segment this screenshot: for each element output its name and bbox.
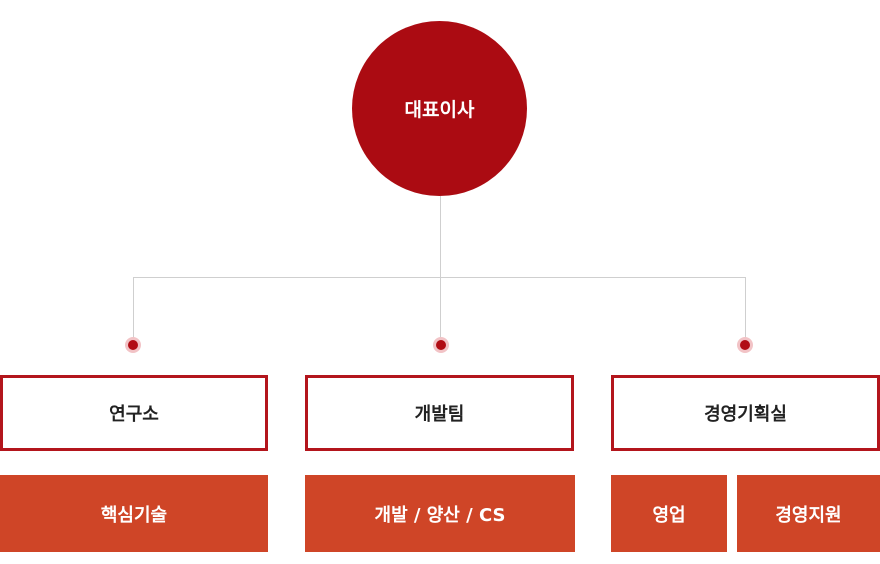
connector-dot-research xyxy=(128,340,138,350)
subunit-core-tech: 핵심기술 xyxy=(0,475,268,552)
branch-connector-horizontal xyxy=(133,277,746,278)
subunit-dev-production-cs: 개발 / 양산 / CS xyxy=(305,475,575,552)
ceo-node: 대표이사 xyxy=(352,21,527,196)
subunit-management-support: 경영지원 xyxy=(737,475,880,552)
ceo-connector-vertical xyxy=(440,196,441,340)
dept-research-box: 연구소 xyxy=(0,375,268,451)
dept-development-box: 개발팀 xyxy=(305,375,574,451)
connector-dot-management xyxy=(740,340,750,350)
branch-connector-right xyxy=(745,277,746,340)
branch-connector-left xyxy=(133,277,134,340)
connector-dot-development xyxy=(436,340,446,350)
dept-management-box: 경영기획실 xyxy=(611,375,880,451)
subunit-sales: 영업 xyxy=(611,475,727,552)
